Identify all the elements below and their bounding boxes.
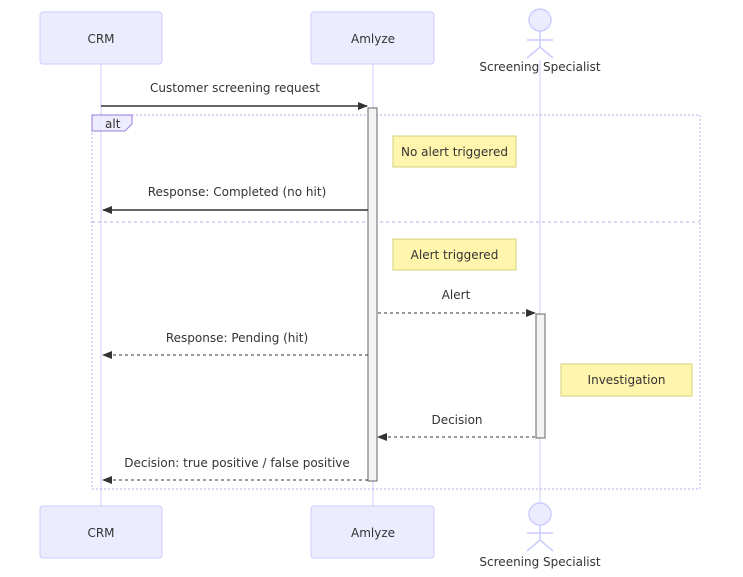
note-no-alert — [392, 135, 517, 168]
specialist-actor-bottom[interactable] — [526, 502, 554, 552]
message-pending-label: Response: Pending (hit) — [166, 331, 308, 345]
crm-participant-top-label: CRM — [87, 32, 114, 46]
alt-label-box — [91, 114, 133, 132]
crm-participant-bottom-label: CRM — [87, 526, 114, 540]
actor-right-leg-icon — [539, 539, 554, 552]
amlyze-activation — [367, 107, 378, 482]
actor-left-leg-icon — [526, 539, 541, 552]
amlyze-participant-top-label: Amlyze — [351, 32, 395, 46]
note-no-alert-text: No alert triggered — [401, 145, 508, 159]
specialist-actor-bottom-label: Screening Specialist — [479, 555, 600, 569]
specialist-actor-top[interactable] — [526, 8, 554, 59]
message-final-label: Decision: true positive / false positive — [124, 456, 350, 470]
actor-right-leg-icon — [539, 46, 554, 59]
message-completed-label: Response: Completed (no hit) — [148, 185, 327, 199]
crm-participant-top[interactable] — [39, 11, 163, 65]
note-alert-triggered-text: Alert triggered — [411, 248, 499, 262]
amlyze-participant-bottom[interactable] — [310, 505, 435, 559]
message-decision-label: Decision — [431, 413, 482, 427]
crm-participant-bottom[interactable] — [39, 505, 163, 559]
specialist-activation — [535, 313, 546, 439]
actor-left-leg-icon — [526, 46, 541, 59]
amlyze-participant-top[interactable] — [310, 11, 435, 65]
alt-label: alt — [105, 117, 121, 131]
actor-head-icon — [528, 502, 552, 526]
note-alert-triggered — [392, 238, 517, 271]
note-investigation — [560, 363, 693, 397]
specialist-actor-top-label: Screening Specialist — [479, 60, 600, 74]
message-request-label: Customer screening request — [150, 81, 320, 95]
message-alert-label: Alert — [442, 288, 471, 302]
alt-frame — [91, 114, 701, 490]
note-investigation-text: Investigation — [588, 373, 666, 387]
amlyze-participant-bottom-label: Amlyze — [351, 526, 395, 540]
actor-head-icon — [528, 8, 552, 32]
